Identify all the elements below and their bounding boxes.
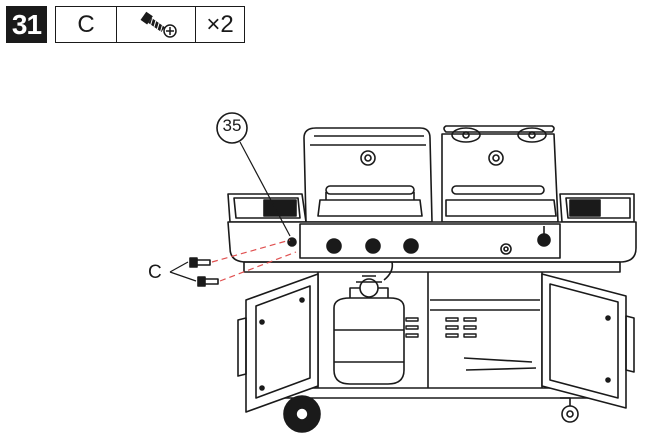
right-door [541, 273, 635, 409]
control-panel [227, 221, 637, 263]
left-hood [303, 127, 433, 223]
screw-c-upper [189, 257, 211, 268]
step-header: 31 C ×2 [6, 6, 245, 43]
left-door [237, 273, 319, 413]
wheels [283, 395, 579, 433]
callout-35 [216, 112, 291, 237]
screw-c-lower [197, 276, 219, 287]
quantity: ×2 [196, 6, 245, 43]
left-side-shelf [227, 193, 307, 223]
part-letter: C [55, 6, 117, 43]
right-hood [441, 125, 559, 223]
propane-tank [333, 261, 405, 385]
part-c-label: C [148, 262, 162, 283]
right-side-shelf [559, 193, 635, 223]
callout-number: 35 [222, 116, 242, 135]
part-c-leader [169, 261, 197, 282]
step-number: 31 [6, 6, 47, 43]
screw-icon [117, 6, 196, 43]
guide-lines [211, 239, 297, 282]
